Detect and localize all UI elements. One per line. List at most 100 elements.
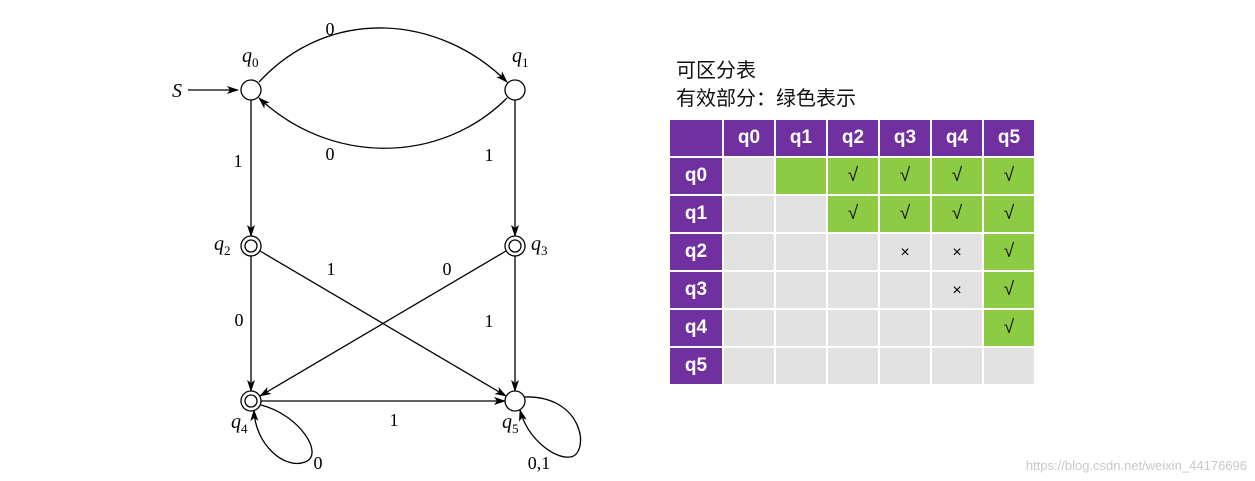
edge-q5-q5 (518, 396, 582, 458)
table-cell-q4-q0 (722, 308, 776, 348)
state-q4 (240, 390, 262, 412)
state-q2 (240, 235, 262, 257)
column-header-q2: q2 (826, 118, 880, 158)
state-label-q1: q1 (512, 45, 529, 70)
state-q5 (504, 390, 526, 412)
row-header-q4: q4 (668, 308, 724, 348)
edge-label-q0-q2: 1 (234, 151, 243, 171)
table-row: q5 (668, 346, 1036, 386)
table-cell-q1-q1 (774, 194, 828, 234)
table-title: 可区分表 有效部分：绿色表示 (676, 56, 856, 112)
table-cell-q2-q2 (826, 232, 880, 272)
cell-mark: × (952, 282, 962, 299)
cell-mark: √ (951, 203, 963, 224)
table-cell-q2-q0 (722, 232, 776, 272)
cell-mark: √ (1003, 203, 1015, 224)
table-cell-q2-q3: × (878, 232, 932, 272)
cell-mark: √ (847, 203, 859, 224)
state-q0 (240, 79, 262, 101)
cell-mark: √ (899, 165, 911, 186)
cell-mark: √ (899, 203, 911, 224)
table-cell-q3-q3 (878, 270, 932, 310)
cell-mark: × (900, 244, 910, 261)
cell-mark: √ (1003, 317, 1015, 338)
table-row: q3 × √ (668, 270, 1036, 310)
transition-edges (247, 27, 582, 465)
table-body: q0√√√√q1√√√√q2××√q3×√q4√q5 (668, 156, 1036, 386)
edge-label-q1-q0: 0 (326, 144, 335, 164)
edge-label-q5-q5: 0,1 (528, 453, 551, 473)
table-row: q2 × × √ (668, 232, 1036, 272)
cell-mark: √ (1003, 165, 1015, 186)
state-label-q5: q5 (502, 411, 519, 436)
table-cell-q5-q2 (826, 346, 880, 386)
state-label-q2: q2 (214, 233, 231, 258)
table-row: q1 √ √ √ √ (668, 194, 1036, 234)
column-header-q3: q3 (878, 118, 932, 158)
cell-mark: √ (847, 165, 859, 186)
edge-label-q4-q5: 1 (390, 410, 399, 430)
row-header-q1: q1 (668, 194, 724, 234)
edge-label-q3-q5: 1 (485, 311, 494, 331)
state-q3-accept-ring (508, 239, 522, 253)
column-header-q1: q1 (774, 118, 828, 158)
table-row: q0 √ √ √ √ (668, 156, 1036, 196)
table-cell-q1-q5: √ (982, 194, 1036, 234)
table-row: q4 √ (668, 308, 1036, 348)
edge-label-q2-q4: 0 (235, 310, 244, 330)
watermark: https://blog.csdn.net/weixin_44176696 (1025, 458, 1247, 473)
edge-q1-q0 (258, 97, 508, 149)
column-header-q5: q5 (982, 118, 1036, 158)
table-title-line1: 可区分表 (676, 58, 756, 82)
row-header-q0: q0 (668, 156, 724, 196)
table-cell-q1-q2: √ (826, 194, 880, 234)
edge-label-q3-q4: 0 (443, 259, 452, 279)
start-label: S (172, 80, 182, 102)
state-q1 (504, 79, 526, 101)
table-cell-q2-q5: √ (982, 232, 1036, 272)
table-cell-q4-q2 (826, 308, 880, 348)
table-title-line2: 有效部分：绿色表示 (676, 86, 856, 110)
state-q2-accept-ring (244, 239, 258, 253)
table-cell-q0-q5: √ (982, 156, 1036, 196)
row-header-q2: q2 (668, 232, 724, 272)
table-corner (668, 118, 724, 158)
table-cell-q3-q0 (722, 270, 776, 310)
row-header-q3: q3 (668, 270, 724, 310)
state-nodes (240, 79, 526, 412)
table-cell-q5-q0 (722, 346, 776, 386)
edge-label-q4-q4: 0 (314, 453, 323, 473)
edge-q3-q4 (259, 250, 507, 397)
edge-q4-q4 (250, 404, 313, 465)
table-cell-q4-q1 (774, 308, 828, 348)
table-cell-q0-q4: √ (930, 156, 984, 196)
table-cell-q1-q3: √ (878, 194, 932, 234)
row-header-q5: q5 (668, 346, 724, 386)
table-cell-q5-q5 (982, 346, 1036, 386)
table-cell-q3-q4: × (930, 270, 984, 310)
table-cell-q4-q4 (930, 308, 984, 348)
table-cell-q0-q1 (774, 156, 828, 196)
table-cell-q5-q4 (930, 346, 984, 386)
column-header-q4: q4 (930, 118, 984, 158)
table-cell-q2-q1 (774, 232, 828, 272)
state-label-q3: q3 (531, 233, 548, 258)
table-cell-q1-q4: √ (930, 194, 984, 234)
table-cell-q4-q3 (878, 308, 932, 348)
edge-q0-q1 (258, 27, 508, 83)
table-cell-q3-q5: √ (982, 270, 1036, 310)
table-cell-q3-q2 (826, 270, 880, 310)
cell-mark: × (952, 244, 962, 261)
column-header-q0: q0 (722, 118, 776, 158)
table-cell-q1-q0 (722, 194, 776, 234)
start-marker: S (172, 80, 239, 102)
state-label-q0: q0 (242, 45, 259, 70)
table-cell-q0-q2: √ (826, 156, 880, 196)
table-cell-q0-q3: √ (878, 156, 932, 196)
state-q3 (504, 235, 526, 257)
